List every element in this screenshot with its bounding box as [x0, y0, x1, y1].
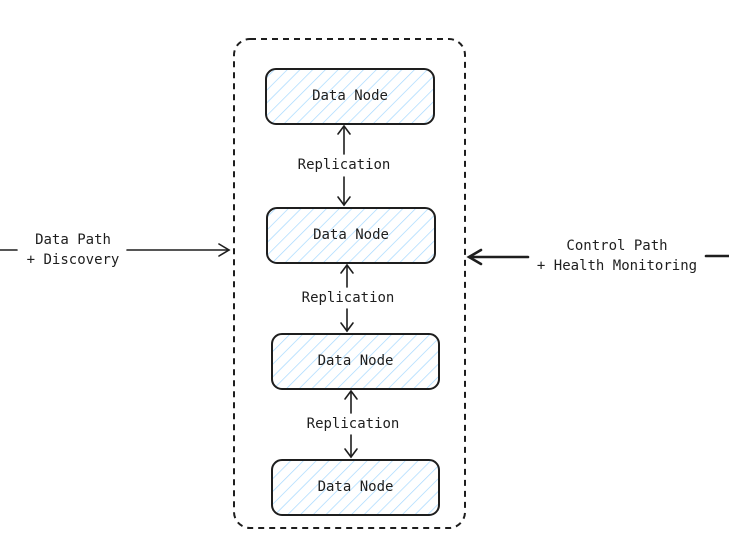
control-path-subtitle: + Health Monitoring: [536, 258, 698, 274]
data-node-1[interactable]: [265, 68, 435, 125]
control-path-label: Control Path + Health Monitoring: [526, 236, 708, 276]
data-node-3[interactable]: [271, 333, 440, 390]
data-node-2[interactable]: [266, 207, 436, 264]
replication-arrow-1: [337, 124, 351, 207]
replication-label-2: Replication: [294, 288, 402, 308]
data-path-subtitle: + Discovery: [26, 252, 120, 268]
replication-arrow-2: [340, 263, 354, 333]
data-node-4[interactable]: [271, 459, 440, 516]
replication-arrow-3: [344, 389, 358, 459]
data-path-connector: [0, 243, 231, 257]
data-path-label: Data Path + Discovery: [14, 230, 132, 270]
replication-label-3: Replication: [299, 414, 407, 434]
replication-label-1: Replication: [290, 155, 398, 175]
cluster-boundary: [233, 38, 466, 529]
control-path-connector: [466, 248, 729, 266]
data-path-title: Data Path: [35, 232, 111, 248]
control-path-title: Control Path: [566, 238, 668, 254]
